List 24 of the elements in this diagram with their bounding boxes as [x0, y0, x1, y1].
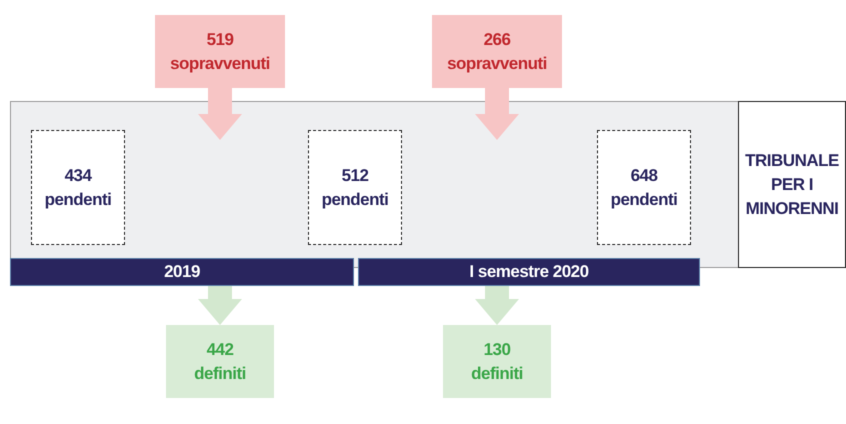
period-bar	[10, 258, 354, 286]
resolved-box	[166, 325, 274, 398]
court-box	[738, 101, 846, 268]
block-arrow	[198, 286, 242, 325]
period-label: 2019	[163, 261, 201, 283]
period-label: I semestre 2020	[468, 261, 590, 283]
count-label: 434 pendenti	[44, 164, 112, 210]
block-arrow	[198, 88, 242, 140]
count-label: 512 pendenti	[320, 164, 390, 210]
incoming-box	[155, 15, 285, 88]
incoming-box	[432, 15, 562, 88]
count-box	[597, 130, 691, 245]
block-arrow	[475, 88, 519, 140]
count-label: 266 sopravvenuti	[446, 28, 548, 74]
count-label: TRIBUNALE PER I MINORENNI	[744, 150, 840, 220]
count-label: 648 pendenti	[610, 164, 678, 210]
block-arrow	[475, 286, 519, 325]
count-label: 519 sopravvenuti	[169, 28, 271, 74]
period-bar	[358, 258, 700, 286]
resolved-box	[443, 325, 551, 398]
count-box	[308, 130, 402, 245]
count-label: 442 definiti	[193, 338, 247, 384]
count-label: 130 definiti	[470, 338, 524, 384]
count-box	[31, 130, 125, 245]
